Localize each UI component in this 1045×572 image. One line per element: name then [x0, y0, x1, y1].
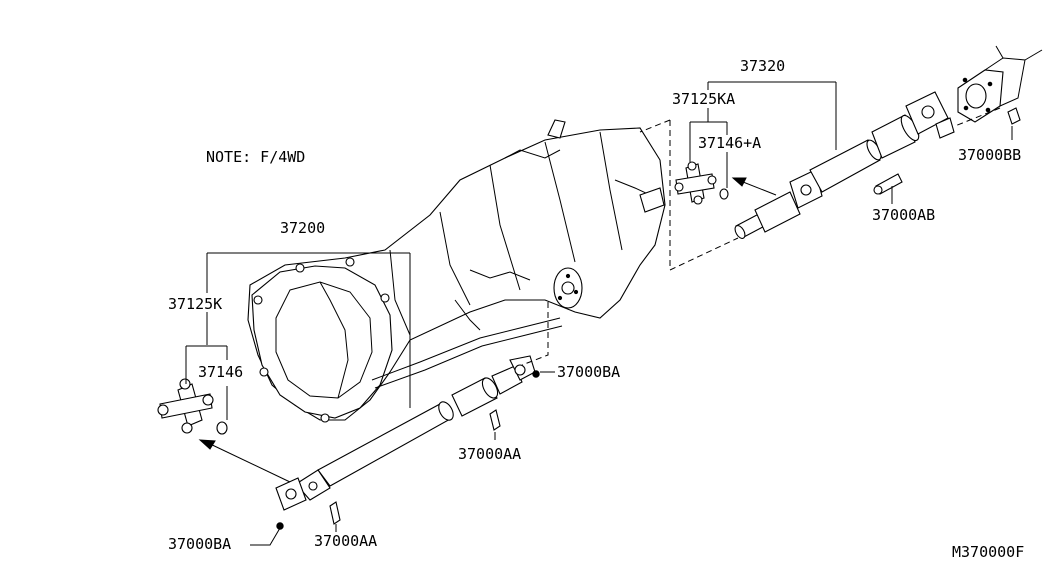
callout-front-flange-nut: 37000BA	[557, 363, 621, 381]
callout-rear-shaft: 37320	[740, 57, 786, 75]
callout-front-rear-bolt: 37000AA	[314, 532, 378, 550]
callout-rear-joint-kit: 37125KA	[672, 90, 736, 108]
callout-front-joint-kit: 37125K	[168, 295, 223, 313]
diagram-code: M370000F	[952, 543, 1025, 561]
callout-rear-snap-ring: 37146+A	[698, 134, 762, 152]
callout-front-flange-bolt: 37000AA	[458, 445, 522, 463]
rear-universal-joint-kit	[674, 161, 729, 205]
callout-front-shaft: 37200	[280, 219, 326, 237]
transmission-assembly	[247, 119, 666, 423]
rear-propeller-shaft	[734, 45, 1043, 239]
callout-rear-flange-nut: 37000BB	[958, 146, 1022, 164]
leader-lines	[185, 81, 1013, 546]
front-propeller-shaft	[275, 355, 540, 530]
callout-rear-flange-bolt: 37000AB	[872, 206, 936, 224]
note-label: NOTE: F/4WD	[206, 148, 306, 166]
callout-front-rear-nut: 37000BA	[168, 535, 232, 553]
front-universal-joint-kit	[157, 378, 228, 435]
callout-front-snap-ring: 37146	[198, 363, 244, 381]
